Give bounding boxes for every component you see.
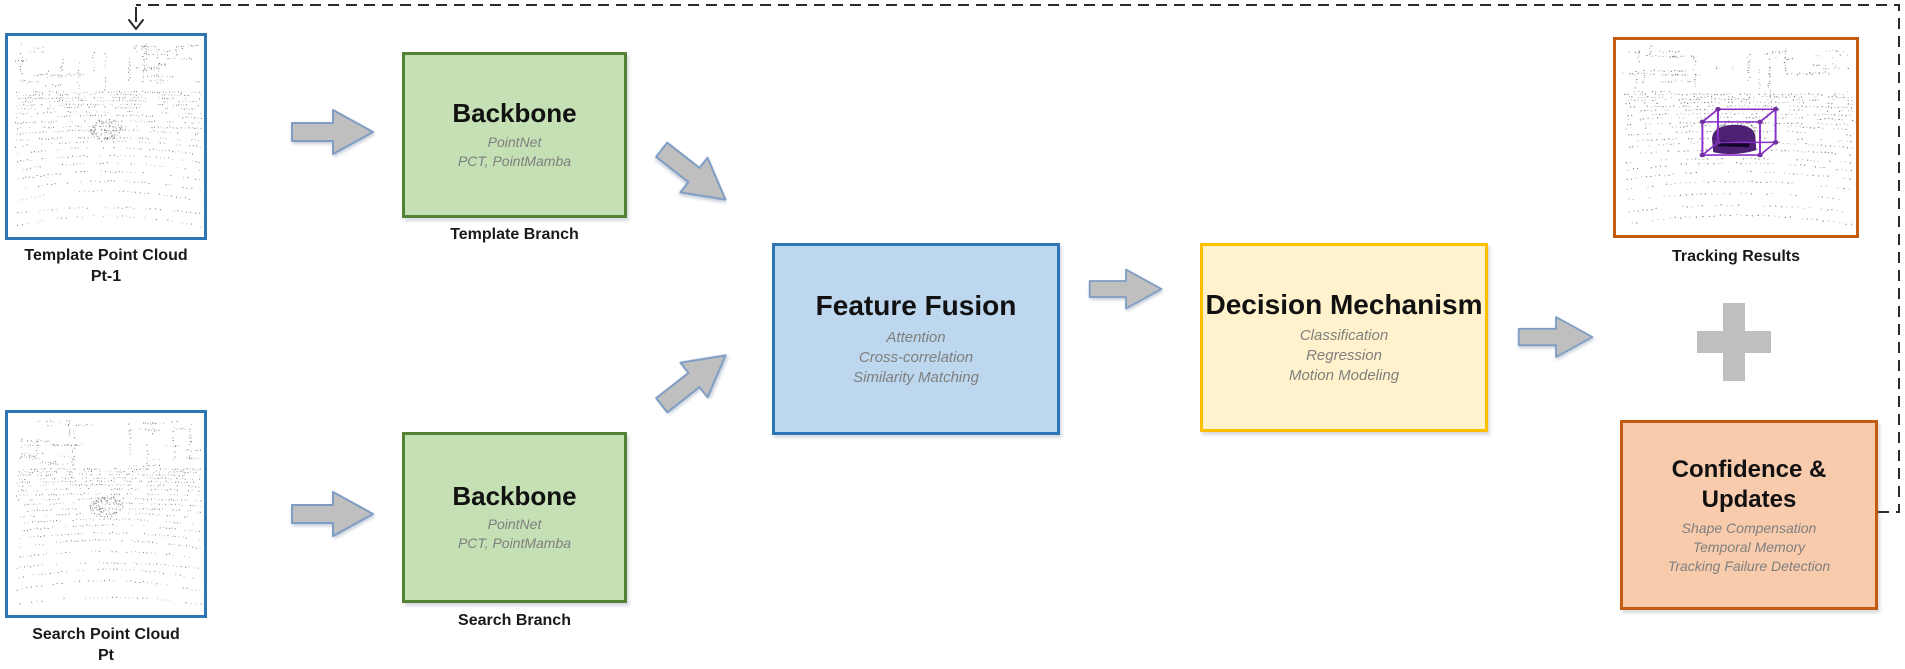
search-point-cloud-image bbox=[5, 410, 207, 618]
lidar-scan-template bbox=[14, 43, 202, 228]
lidar-points bbox=[14, 43, 202, 228]
confidence-updates-sub1: Shape Compensation bbox=[1681, 519, 1817, 536]
tracking-bbox-icon bbox=[1699, 106, 1779, 158]
flow-arrow-icon bbox=[1087, 262, 1165, 316]
tracking-results-caption: Tracking Results bbox=[1671, 248, 1801, 265]
backbone-search-title: Backbone bbox=[452, 480, 577, 511]
confidence-updates-sub2: Temporal Memory bbox=[1692, 538, 1806, 555]
feature-fusion-box: Feature Fusion Attention Cross-correlati… bbox=[772, 243, 1060, 435]
feature-fusion-title: Feature Fusion bbox=[815, 290, 1017, 322]
lidar-scan-search bbox=[15, 420, 202, 605]
search-caption-line2: Pt bbox=[98, 647, 114, 664]
backbone-search-sub2: PCT, PointMamba bbox=[457, 535, 572, 552]
flow-arrow-icon bbox=[642, 126, 746, 224]
plus-icon bbox=[1697, 303, 1771, 381]
backbone-search-sub1: PointNet bbox=[487, 516, 542, 533]
flow-arrow-icon bbox=[1516, 310, 1596, 364]
confidence-updates-title-line2: Updates bbox=[1701, 485, 1797, 513]
flow-arrow-icon bbox=[289, 486, 377, 542]
search-branch-caption: Search Branch bbox=[458, 612, 571, 629]
decision-mechanism-sub2: Regression bbox=[1306, 347, 1382, 365]
template-caption-line2: Pt-1 bbox=[90, 268, 122, 285]
flow-arrow-icon bbox=[642, 331, 746, 429]
feature-fusion-sub3: Similarity Matching bbox=[853, 368, 979, 386]
decision-mechanism-sub1: Classification bbox=[1299, 327, 1389, 345]
tracking-results-image bbox=[1613, 37, 1859, 238]
decision-mechanism-title: Decision Mechanism bbox=[1205, 288, 1483, 320]
feature-fusion-sub2: Cross-correlation bbox=[858, 348, 974, 366]
backbone-template-title: Backbone bbox=[452, 98, 577, 129]
flow-arrow-icon bbox=[289, 104, 377, 160]
lidar-points bbox=[15, 420, 202, 605]
lidar-scan-tracking bbox=[1622, 45, 1854, 225]
backbone-search-box: Backbone PointNet PCT, PointMamba bbox=[402, 432, 627, 603]
search-caption-line1: Search Point Cloud bbox=[32, 626, 180, 643]
template-caption-line1: Template Point Cloud bbox=[24, 247, 188, 264]
confidence-updates-sub3: Tracking Failure Detection bbox=[1667, 557, 1831, 574]
feature-fusion-sub1: Attention bbox=[886, 328, 946, 346]
decision-mechanism-sub3: Motion Modeling bbox=[1288, 367, 1400, 385]
search-caption: Search Point Cloud Pt bbox=[0, 624, 212, 666]
backbone-template-sub2: PCT, PointMamba bbox=[457, 152, 572, 169]
backbone-template-sub1: PointNet bbox=[487, 133, 542, 150]
template-point-cloud-image bbox=[5, 33, 207, 240]
backbone-template-box: Backbone PointNet PCT, PointMamba bbox=[402, 52, 627, 218]
confidence-updates-box: Confidence & Updates Shape Compensation … bbox=[1620, 420, 1878, 610]
template-branch-caption: Template Branch bbox=[450, 226, 579, 243]
feedback-arrowhead-icon bbox=[128, 19, 144, 30]
decision-mechanism-box: Decision Mechanism Classification Regres… bbox=[1200, 243, 1488, 432]
confidence-updates-title-line1: Confidence & bbox=[1671, 455, 1827, 483]
template-caption: Template Point Cloud Pt-1 bbox=[0, 245, 212, 287]
plus-vertical-bar bbox=[1723, 303, 1745, 381]
